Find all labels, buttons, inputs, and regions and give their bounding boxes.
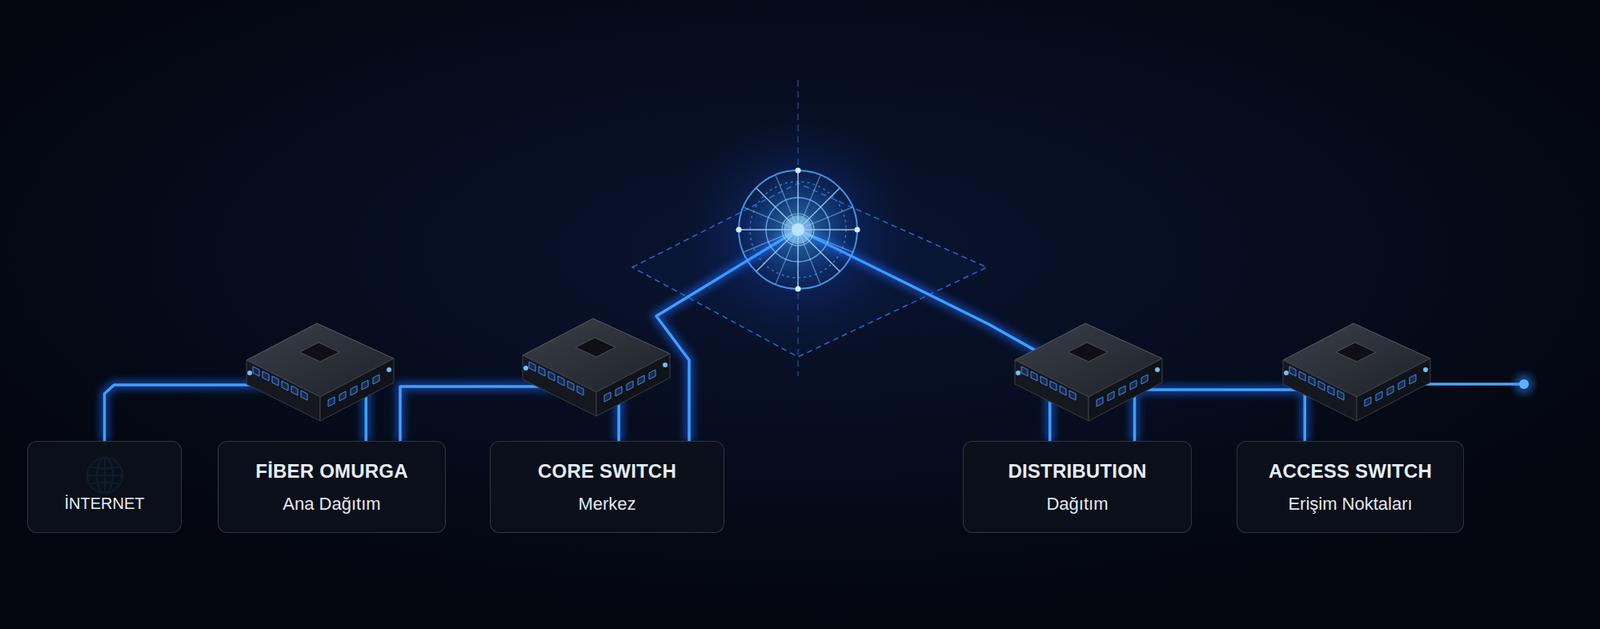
hub-dial: [677, 109, 919, 350]
node-box: CORE SWITCH Merkez: [489, 441, 725, 534]
node-title: CORE SWITCH: [537, 460, 677, 483]
node-subtitle: Erişim Noktaları: [1287, 493, 1412, 515]
node-box: İNTERNET: [27, 441, 182, 534]
node-subtitle: Merkez: [577, 493, 636, 515]
connector-glow: [1134, 389, 1306, 442]
connector-line: [1134, 389, 1306, 442]
node-box: DISTRIBUTION Dağıtım: [962, 441, 1192, 534]
glow-connector: [1134, 389, 1306, 442]
access-device: [1283, 323, 1431, 422]
node-title: DISTRIBUTION: [1007, 460, 1147, 483]
core-device: [522, 318, 670, 417]
node-title: FİBER OMURGA: [255, 460, 408, 483]
node-title: ACCESS SWITCH: [1268, 460, 1432, 483]
node-subtitle: Ana Dağıtım: [282, 493, 381, 515]
node-box: FİBER OMURGA Ana Dağıtım: [217, 441, 446, 534]
distribution-device: [1014, 323, 1163, 422]
node-subtitle: Dağıtım: [1046, 493, 1108, 515]
node-title: İNTERNET: [64, 494, 145, 514]
fiber-device: [246, 323, 394, 422]
node-box: ACCESS SWITCH Erişim Noktaları: [1236, 441, 1464, 534]
